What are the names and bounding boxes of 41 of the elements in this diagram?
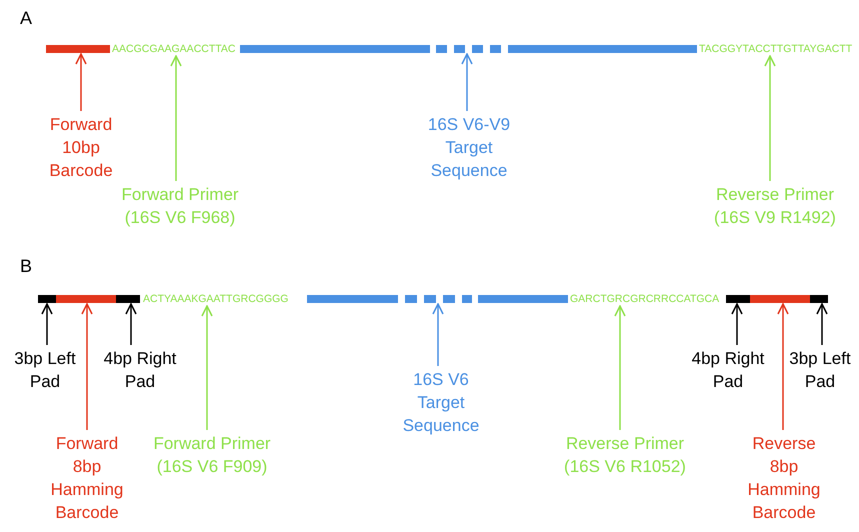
annotation-label: 3bp Left Pad	[8, 347, 82, 393]
annotation-label: Forward Primer (16S V6 F909)	[142, 432, 282, 478]
pad-bar	[116, 295, 140, 303]
primer-sequence: GARCTGRCGRCRRCCATGCA	[570, 293, 720, 305]
annotation-label: 16S V6 Target Sequence	[399, 368, 483, 437]
annotation-label: Reverse Primer (16S V9 R1492)	[705, 183, 845, 229]
annotation-label: Forward 8bp Hamming Barcode	[45, 432, 129, 524]
leader-arrow	[816, 303, 828, 345]
leader-arrow	[432, 303, 444, 366]
leader-arrow	[41, 303, 53, 345]
primer-sequence: TACGGYTACCTTGTTAYGACTT	[699, 43, 852, 55]
target-sequence-bar	[240, 45, 697, 53]
leader-arrow	[170, 55, 182, 181]
leader-arrow	[81, 303, 93, 430]
leader-arrow	[777, 303, 789, 430]
annotation-label: 4bp Right Pad	[686, 347, 770, 393]
leader-arrow	[75, 53, 87, 111]
barcode-bar	[56, 295, 116, 303]
leader-arrow	[764, 55, 776, 181]
pad-bar	[726, 295, 750, 303]
annotation-label: 4bp Right Pad	[98, 347, 182, 393]
leader-arrow	[731, 303, 743, 345]
target-sequence-bar	[307, 295, 568, 303]
barcode-bar	[750, 295, 810, 303]
annotation-label: Forward 10bp Barcode	[31, 113, 131, 182]
pad-bar	[38, 295, 56, 303]
annotation-label: Reverse 8bp Hamming Barcode	[742, 432, 826, 524]
leader-arrow	[125, 303, 137, 345]
primer-sequence: AACGCGAAGAACCTTAC	[112, 43, 236, 55]
annotation-label: 3bp Left Pad	[783, 347, 857, 393]
panel-letter: B	[20, 256, 32, 276]
annotation-label: Forward Primer (16S V6 F968)	[110, 183, 250, 229]
leader-arrow	[461, 53, 473, 111]
panel-letter: A	[20, 8, 32, 28]
barcode-bar	[46, 45, 110, 53]
leader-arrow	[201, 305, 213, 430]
leader-arrow	[614, 305, 626, 430]
annotation-label: 16S V6-V9 Target Sequence	[409, 113, 529, 182]
primer-sequence: ACTYAAAKGAATTGRCGGGG	[143, 293, 288, 305]
annotation-label: Reverse Primer (16S V6 R1052)	[555, 432, 695, 478]
pad-bar	[810, 295, 828, 303]
